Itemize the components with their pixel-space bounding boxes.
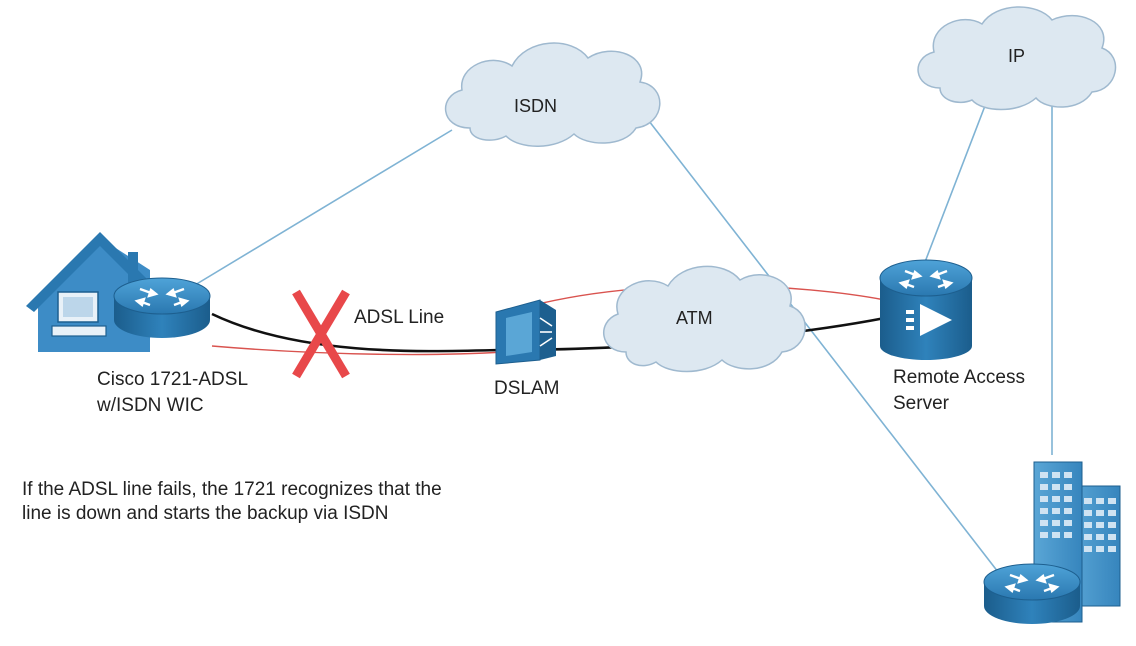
link-isdn-hq-router <box>641 111 1013 591</box>
dslam-icon <box>495 299 556 365</box>
adsl-line-label: ADSL Line <box>354 307 445 328</box>
cisco-router-label-line2: w/ISDN WIC <box>97 395 204 416</box>
failure-note-line1: If the ADSL line fails, the 1721 recogni… <box>22 479 442 500</box>
adsl-failure-x-icon <box>292 289 350 379</box>
dslam-label: DSLAM <box>494 378 560 399</box>
ip-cloud <box>917 6 1117 111</box>
hq-router-icon <box>983 563 1081 624</box>
cisco-router-label-line1: Cisco 1721-ADSL <box>97 369 249 390</box>
atm-cloud <box>602 265 806 373</box>
link-ip-ras <box>924 97 989 263</box>
failure-note-line2: line is down and starts the backup via I… <box>22 503 389 524</box>
remote-access-server-icon <box>879 259 973 360</box>
ras-label-line1: Remote Access <box>893 367 1025 388</box>
isdn-cloud <box>445 42 661 147</box>
ras-label-line2: Server <box>893 393 949 414</box>
link-router-isdn <box>189 129 453 289</box>
ip-cloud-label: IP <box>1008 46 1026 66</box>
cisco-1721-router-icon <box>113 277 211 338</box>
isdn-cloud-label: ISDN <box>514 96 558 116</box>
atm-cloud-label: ATM <box>676 308 713 328</box>
backup-path-red <box>211 345 504 356</box>
